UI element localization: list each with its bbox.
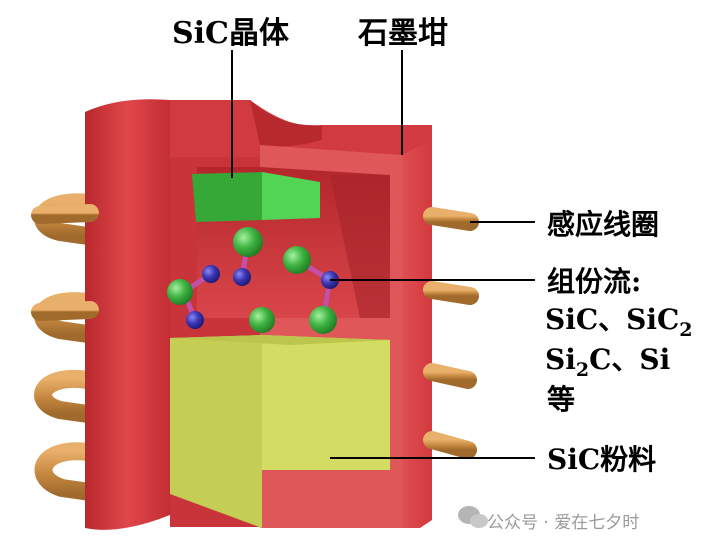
crucible-right-wall — [402, 125, 432, 528]
label-flow-line-3: 等 — [547, 383, 576, 416]
coil-turn-4-right — [423, 431, 477, 459]
coil-turn-3-right — [423, 363, 477, 389]
label-sic-crystal: SiC晶体 — [172, 16, 289, 51]
cavity-right-side — [330, 175, 390, 318]
carbon-atom — [249, 307, 275, 333]
coil-turn-1-frontleft — [31, 204, 99, 224]
carbon-atom — [233, 227, 263, 257]
carbon-atom — [283, 246, 311, 274]
crucible-left-wall — [85, 99, 170, 530]
label-induction-coil: 感应线圈 — [547, 208, 660, 241]
label-component-flow: 组份流: — [547, 265, 642, 298]
carbon-atom — [309, 306, 337, 334]
coil-turn-4-left — [34, 442, 113, 503]
atoms — [167, 227, 339, 334]
carbon-atom — [167, 279, 193, 305]
silicon-atom — [202, 265, 220, 283]
silicon-atom — [233, 268, 251, 286]
coil-turn-2-frontleft — [31, 301, 99, 321]
silicon-atom — [186, 311, 204, 329]
wechat-icon — [458, 506, 488, 528]
sic-powder — [170, 335, 390, 528]
coil-turn-3-left — [34, 369, 97, 423]
coil-turn-1-right — [423, 207, 479, 231]
label-sic-powder: SiC粉料 — [547, 443, 657, 476]
coil-turn-2-right — [423, 281, 479, 305]
watermark: 公众号 · 爱在七夕时 — [487, 513, 640, 533]
label-flow-line-1: SiC、SiC2 — [545, 303, 693, 341]
crucible-rim-curve — [250, 100, 322, 147]
sic-crystal — [192, 172, 320, 222]
label-flow-line-2: Si2C、Si — [545, 343, 671, 381]
label-graphite-crucible: 石墨坩 — [358, 16, 448, 51]
induction-coil-front — [31, 204, 479, 459]
leader-lines — [231, 50, 535, 459]
